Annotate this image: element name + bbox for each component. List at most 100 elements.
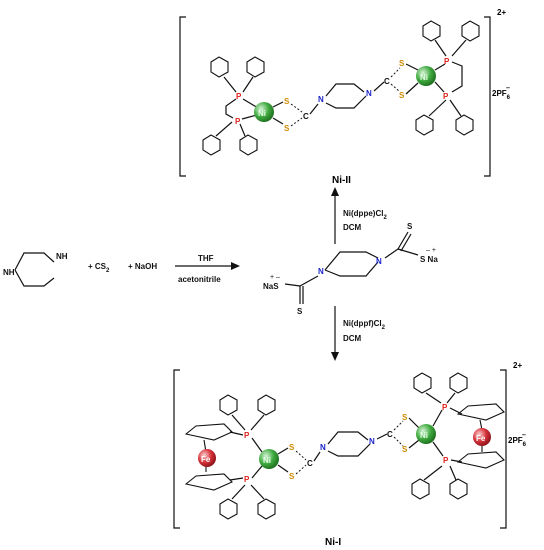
reagent-ni-dppe: Ni(dppe)Cl2 [343, 209, 387, 221]
nickel-dppf-right: C S S Ni P P [387, 372, 505, 500]
nitrogen-atom: N [369, 437, 375, 446]
sulfur-atom: S [402, 445, 408, 454]
condition-thf: THF [198, 254, 214, 263]
nickel-atom [416, 424, 436, 444]
reagent-ni-dppf-text: Ni(dppf)Cl [343, 319, 382, 328]
arrow-to-intermediate [175, 262, 240, 270]
nickel-atom [416, 66, 436, 86]
phenyl-ring [219, 498, 238, 520]
nitrogen-atom: N [318, 267, 324, 276]
phosphorus-atom: P [444, 57, 450, 66]
counterion-superscript: – [506, 85, 510, 92]
phosphorus-atom: P [236, 92, 242, 101]
reagent-dcm-up: DCM [343, 223, 362, 232]
bracket-left [173, 369, 180, 529]
bracket-right [484, 16, 491, 177]
phenyl-ring [246, 56, 265, 78]
carbon-atom: C [387, 430, 393, 439]
reagent-ni-dppf: Ni(dppf)Cl2 [343, 319, 386, 331]
phenyl-ring [219, 394, 238, 416]
sodium-thiolate-left: NaS [263, 282, 279, 291]
arrow-to-ni-ii [331, 187, 339, 244]
carbon-atom: C [307, 459, 313, 468]
counterion-subscript: 6 [507, 95, 511, 101]
piperazine-bridge-top: N N [309, 81, 385, 115]
intermediate-dithiocarbamate: N N S – + S Na S + – NaS [263, 222, 438, 316]
phenyl-ring [415, 114, 434, 136]
phosphorus-atom: P [235, 117, 241, 126]
sulfur-atom: S [399, 91, 405, 100]
bracket-right [500, 369, 507, 529]
thione-sulfur-top: S [407, 222, 413, 231]
nickel-dppf-left: Fe P P Ni S S C [184, 394, 313, 520]
phosphorus-atom: P [443, 92, 449, 101]
nickel-label: Ni [420, 431, 428, 440]
reagent-ni-dppe-text: Ni(dppe)Cl [343, 209, 383, 218]
nickel-label: Ni [263, 456, 271, 465]
cs2-text: + CS [88, 262, 107, 271]
product-label-ni-ii: Ni-II [332, 175, 351, 186]
piperazine-bridge-bottom: N N [313, 431, 388, 462]
nickel-label: Ni [258, 109, 266, 118]
phenyl-ring [449, 372, 468, 394]
phenyl-ring [455, 114, 474, 136]
phosphorus-atom: P [443, 456, 449, 465]
nickel-label: Ni [420, 73, 428, 82]
arrow-to-ni-i [331, 306, 339, 361]
sodium-charges-right: – + [426, 247, 436, 254]
complex-ni-i: 2+ 2PF6– Fe P P [173, 361, 527, 529]
sodium-thiolate-right: S Na [420, 255, 438, 264]
bracket-left [179, 16, 186, 177]
sulfur-atom: S [399, 59, 405, 68]
nickel-atom [254, 102, 274, 122]
nickel-dppe-right: C S S Ni P P [384, 20, 480, 136]
sodium-charges-left: + – [270, 274, 280, 281]
phenyl-ring [413, 372, 432, 394]
charge-label: 2+ [497, 8, 506, 17]
counterion-text: 2PF [508, 436, 523, 445]
phenyl-ring [210, 56, 229, 78]
nitrogen-atom: N [376, 257, 382, 266]
iron-atom [198, 449, 216, 467]
cyclopentadienyl-ring [184, 473, 233, 491]
phenyl-ring [411, 478, 430, 500]
amine-nh-bottom: NH [3, 268, 15, 277]
cyclopentadienyl-ring [456, 403, 505, 421]
nitrogen-atom: N [320, 443, 326, 452]
sulfur-atom: S [284, 97, 290, 106]
phenyl-ring [257, 498, 276, 520]
counterion-text: 2PF [492, 89, 507, 98]
phenyl-ring [461, 20, 480, 42]
counterion-label: 2PF6– [508, 432, 527, 448]
reagent-ni-dppf-subscript: 2 [382, 325, 386, 331]
thione-sulfur-bottom: S [297, 307, 303, 316]
phosphorus-atom: P [442, 403, 448, 412]
amine-nh-top: NH [56, 252, 68, 261]
nitrogen-atom: N [318, 95, 324, 104]
counterion-superscript: – [522, 432, 526, 439]
counterion-label: 2PF6 – [492, 85, 511, 101]
phenyl-ring [239, 134, 258, 156]
naoh-reagent: + NaOH [128, 262, 157, 271]
carbon-atom: C [303, 112, 309, 121]
condition-acetonitrile: acetonitrile [178, 275, 221, 284]
carbon-atom: C [384, 77, 390, 86]
complex-ni-ii: 2+ 2PF6 – P P Ni [179, 8, 511, 177]
phosphorus-atom: P [244, 475, 250, 484]
product-label-ni-i: Ni-I [325, 537, 341, 548]
reagent-ni-dppe-subscript: 2 [383, 215, 387, 221]
sulfur-atom: S [402, 413, 408, 422]
cs2-reagent: + CS2 [88, 262, 110, 274]
sulfur-atom: S [289, 443, 295, 452]
sulfur-atom: S [289, 472, 295, 481]
piperazine-reactant: NH NH [3, 252, 68, 287]
sulfur-atom: S [284, 124, 290, 133]
phenyl-ring [422, 20, 441, 42]
iron-label: Fe [476, 434, 486, 443]
reagent-dcm-down: DCM [343, 334, 362, 343]
phosphorus-atom: P [244, 431, 250, 440]
phenyl-ring [257, 394, 276, 416]
iron-label: Fe [201, 455, 211, 464]
iron-atom [473, 428, 491, 446]
